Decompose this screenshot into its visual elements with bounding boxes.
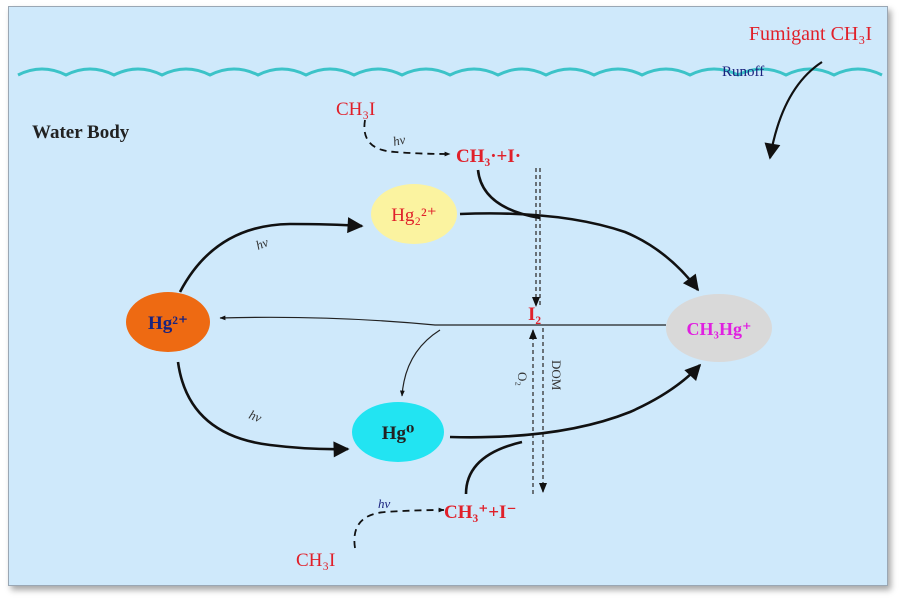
dom-label: DOM xyxy=(549,360,564,391)
runoff-arrow xyxy=(764,61,823,160)
ion-join-curve xyxy=(464,440,523,495)
arrow-hg2-2plus-to-ch3hg xyxy=(459,212,700,292)
photolysis-arrow-top xyxy=(363,119,451,157)
runoff-label: Runoff xyxy=(722,64,764,80)
photolysis-arrow-bottom xyxy=(353,507,445,549)
node-hg2-2plus-label: Hg₂²⁺ xyxy=(391,205,437,226)
node-ch3hg-label: CH₃Hg⁺ xyxy=(687,319,752,339)
node-ch3hg: CH₃Hg⁺ xyxy=(666,294,772,362)
hv-lower-arc-label: hν xyxy=(247,407,264,426)
water-surface-wave xyxy=(17,67,883,77)
node-hg0: Hg⁰ xyxy=(352,402,444,462)
arrow-ch3hg-to-hg2plus xyxy=(219,315,666,326)
node-hg2plus: Hg²⁺ xyxy=(126,292,210,352)
hv-bottom-label: hν xyxy=(378,496,391,511)
node-hg2-2plus: Hg₂²⁺ xyxy=(371,184,457,244)
ion-label: CH₃⁺+I⁻ xyxy=(444,502,516,523)
water-body-label: Water Body xyxy=(32,122,130,143)
node-hg2plus-label: Hg²⁺ xyxy=(148,313,188,334)
radical-label: CH₃·+I· xyxy=(456,146,521,167)
ch3i-bottom-label: CH₃I xyxy=(296,550,335,571)
arrow-branch-to-hg0 xyxy=(399,329,441,397)
i2-label: I₂ xyxy=(528,304,541,325)
hv-upper-arc-label: hν xyxy=(254,234,271,253)
fumigant-label: Fumigant CH₃I xyxy=(749,23,872,45)
arrow-hg0-to-ch3hg xyxy=(449,363,702,439)
arrow-hg2plus-to-hg0 xyxy=(176,361,350,458)
hv-top-label: hν xyxy=(392,132,407,149)
ch3i-top-label: CH₃I xyxy=(336,99,375,120)
o2-label: O₂ xyxy=(515,372,530,386)
node-hg0-label: Hg⁰ xyxy=(382,423,415,444)
arrow-hg2plus-to-hg2-2plus xyxy=(178,217,364,293)
radical-join-curve xyxy=(476,169,541,220)
